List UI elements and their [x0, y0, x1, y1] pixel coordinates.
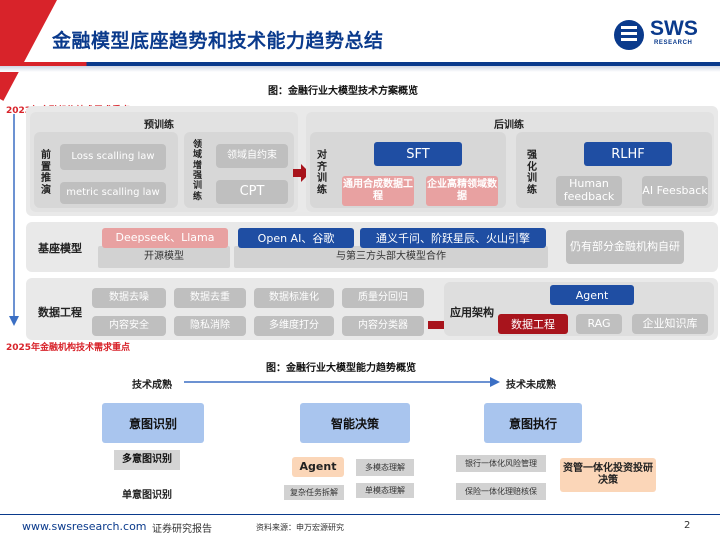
base-model-label: 基座模型: [38, 242, 82, 255]
footer-divider: [0, 514, 720, 515]
prefix-label: 前置推演: [41, 150, 51, 196]
footer-url-link[interactable]: www.swsresearch.com: [22, 520, 147, 533]
app-data-engineering-box: 数据工程: [498, 314, 568, 334]
data-item-content-safety: 内容安全: [92, 316, 166, 336]
posttrain-title: 后训练: [494, 120, 524, 131]
openai-google-box: Open AI、谷歌: [238, 228, 354, 248]
insurance-claims-box: 保险一体化理赔核保: [456, 483, 546, 500]
asset-management-box: 资管一体化投资投研决策: [560, 458, 656, 492]
intent-recognition-box: 意图识别: [102, 403, 204, 443]
footer-report-label: 证券研究报告: [152, 524, 212, 535]
data-item-multi-scoring: 多维度打分: [254, 316, 334, 336]
rl-label: 强化训练: [527, 150, 537, 196]
logo-text: SWS: [650, 17, 698, 40]
metric-scaling-box: metric scalling law: [60, 182, 166, 204]
sws-logo-icon: [614, 20, 644, 50]
rag-box: RAG: [576, 314, 622, 334]
domain-label: 领域增强训练: [192, 140, 202, 202]
ai-feedback-box: AI Feesback: [642, 176, 708, 206]
domain-constraint-box: 领域自约束: [216, 144, 288, 168]
smart-decision-box: 智能决策: [300, 403, 410, 443]
sft-enterprise-data-box: 企业高精领域数据: [426, 176, 498, 206]
data-item-classifier: 内容分类器: [342, 316, 424, 336]
data-item-quality-regression: 质量分回归: [342, 288, 424, 308]
bank-risk-box: 银行一体化风险管理: [456, 455, 546, 472]
app-architecture-label: 应用架构: [450, 306, 494, 319]
page-title: 金融模型底座趋势和技术能力趋势总结: [52, 30, 384, 52]
cpt-box: CPT: [216, 180, 288, 204]
single-modal-box: 单模态理解: [356, 483, 414, 498]
complex-task-box: 复杂任务拆解: [284, 485, 344, 500]
data-item-privacy: 隐私消除: [174, 316, 246, 336]
align-label: 对齐训练: [317, 150, 327, 196]
data-item-denoise: 数据去噪: [92, 288, 166, 308]
agent-box: Agent: [550, 285, 634, 305]
open-source-caption: 开源模型: [98, 246, 230, 268]
multi-modal-box: 多模态理解: [356, 459, 414, 476]
footer-source: 资料来源：申万宏源研究: [256, 523, 344, 532]
sft-general-data-box: 通用合成数据工程: [342, 176, 414, 206]
sft-box: SFT: [374, 142, 462, 166]
timeline-arrow-icon: [9, 114, 19, 326]
logo-subtext: RESEARCH: [654, 40, 693, 46]
open-source-models-box: Deepseek、Llama: [102, 228, 228, 248]
decision-agent-box: Agent: [292, 457, 344, 477]
pretrain-title: 预训练: [144, 120, 174, 131]
loss-scaling-box: Loss scalling law: [60, 144, 166, 170]
maturity-arrow-icon: [184, 377, 500, 387]
tech-immature-label: 技术未成熟: [506, 380, 556, 391]
header-shadow: [0, 66, 720, 72]
multi-intent-box: 多意图识别: [114, 450, 180, 470]
single-intent-label: 单意图识别: [122, 490, 172, 501]
figure2-caption: 图：金融行业大模型能力趋势概览: [266, 363, 416, 374]
pretrain-to-posttrain-arrow-icon: [293, 164, 310, 182]
tech-mature-label: 技术成熟: [132, 380, 172, 391]
data-item-standardize: 数据标准化: [254, 288, 334, 308]
page-number: 2: [684, 520, 691, 531]
data-engineering-label: 数据工程: [38, 306, 82, 319]
rlhf-box: RLHF: [584, 142, 672, 166]
domestic-models-box: 通义千问、阶跃星辰、火山引擎: [360, 228, 546, 248]
self-developed-box: 仍有部分金融机构自研: [566, 230, 684, 264]
intent-execution-box: 意图执行: [484, 403, 582, 443]
data-item-dedupe: 数据去重: [174, 288, 246, 308]
cooperation-caption: 与第三方头部大模型合作: [234, 246, 548, 268]
header-bar: [0, 0, 720, 66]
knowledge-base-box: 企业知识库: [632, 314, 708, 334]
header-divider: [0, 62, 720, 66]
figure1-caption: 图：金融行业大模型技术方案概览: [268, 86, 418, 97]
human-feedback-box: Human feedback: [556, 176, 622, 206]
year-2025-label: 2025年金融机构技术需求重点: [6, 343, 131, 353]
